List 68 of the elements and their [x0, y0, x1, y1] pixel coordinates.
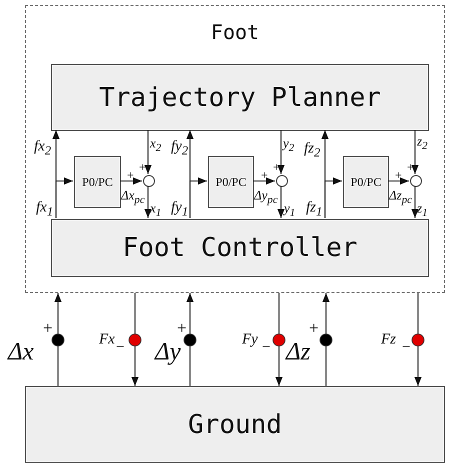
sign-label: +: [309, 320, 319, 336]
arrow: [131, 293, 139, 386]
arrow: [324, 177, 342, 218]
sign-label: +: [261, 169, 268, 181]
box-label: P0/PC: [350, 174, 382, 190]
sign-label: +: [127, 169, 134, 181]
arrow: [277, 186, 285, 218]
arrow: [411, 130, 419, 174]
arrow: [388, 177, 409, 185]
signal-label: Δy: [155, 340, 181, 364]
system-boundary: [25, 5, 445, 293]
signal-label: Δx$_{pc}$: [121, 188, 145, 206]
signal-label: y$_{2}$: [283, 136, 294, 154]
summing-junction: [143, 175, 155, 187]
sign-label: +: [407, 161, 414, 173]
sign-label: +: [139, 161, 146, 173]
arrow: [411, 186, 419, 218]
signal-label: Fz: [381, 332, 396, 348]
signal-label: fy$_{2}$: [171, 139, 188, 157]
box-label: Foot Controller: [122, 233, 358, 263]
arrow: [414, 293, 422, 386]
arrow: [144, 186, 152, 218]
signal-label: x$_{2}$: [150, 136, 162, 154]
process-box: [51, 219, 429, 277]
signal-label: Δz$_{pc}$: [389, 188, 412, 206]
signal-label: fy$_{1}$: [171, 200, 188, 218]
signal-label: y$_{1}$: [284, 201, 296, 219]
ground-block: [25, 386, 445, 463]
arrow: [120, 177, 142, 185]
signal-label: Fx: [99, 332, 115, 348]
arrow: [253, 177, 275, 185]
signal-label: Fy: [242, 332, 258, 348]
arrow: [277, 130, 285, 174]
sign-label: −: [116, 340, 124, 356]
arrow: [54, 293, 62, 386]
sign-label: −: [402, 340, 410, 356]
sign-label: +: [177, 320, 187, 336]
box-label: Trajectory Planner: [99, 82, 381, 112]
arrow: [186, 293, 194, 386]
box-label: P0/PC: [216, 174, 246, 190]
signal-label: Δz: [286, 340, 310, 364]
sign-label: +: [273, 161, 280, 173]
process-box: [51, 64, 429, 131]
signal-label: Δy$_{pc}$: [254, 188, 278, 206]
box-label: P0/PC: [82, 174, 113, 190]
signal-label: fz$_{2}$: [304, 141, 320, 159]
summing-junction: [410, 175, 422, 187]
sign-label: +: [395, 169, 402, 181]
signal-label: fx$_{2}$: [34, 139, 52, 157]
boundary-title: Foot: [210, 20, 260, 44]
box-label: Ground: [188, 410, 282, 440]
signal-label: z$_{2}$: [417, 134, 428, 152]
arrow: [144, 130, 152, 174]
arrow: [55, 177, 73, 218]
process-box: [74, 156, 121, 208]
process-box: [208, 156, 254, 208]
signal-label: x$_{1}$: [150, 201, 162, 219]
signal-label: fx$_{1}$: [36, 200, 54, 218]
signal-label: fz$_{1}$: [306, 200, 322, 218]
arrow: [275, 293, 283, 386]
summing-junction: [276, 175, 288, 187]
sign-label: +: [43, 320, 53, 336]
process-box: [343, 156, 389, 208]
arrow: [322, 293, 330, 386]
signal-label: Δx: [8, 340, 34, 364]
arrow: [189, 177, 207, 218]
sign-label: −: [262, 340, 270, 356]
signal-label: z$_{1}$: [417, 201, 428, 219]
